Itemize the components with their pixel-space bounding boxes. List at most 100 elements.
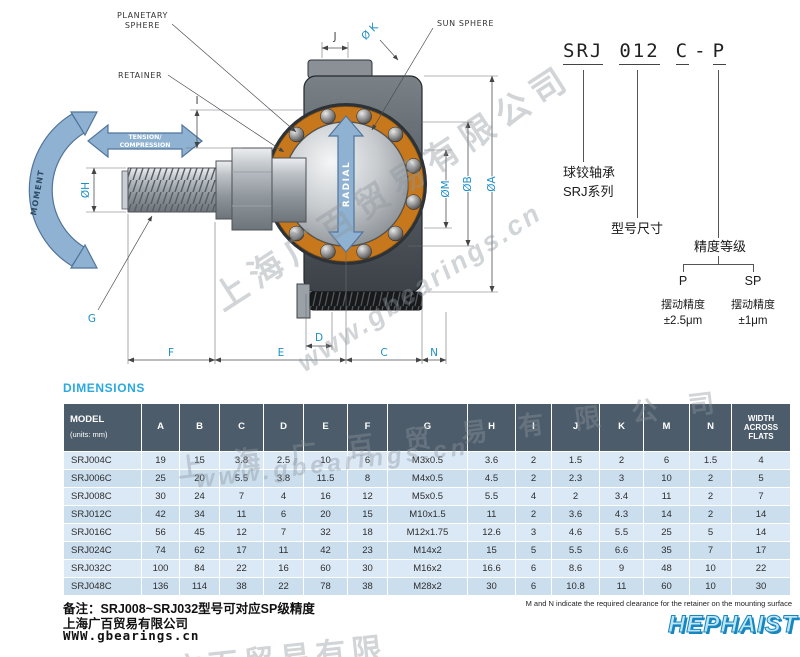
sun-sphere-label: SUN SPHERE — [437, 19, 494, 28]
grade-branch-stem — [718, 256, 719, 264]
dim-label-k: Ø K — [359, 20, 381, 42]
company-name: 上海广百贸易有限公司 — [63, 617, 189, 631]
value-cell: 38 — [347, 577, 388, 596]
value-cell: 20 — [303, 505, 348, 524]
company-website: WWW.gbearings.cn — [63, 628, 200, 643]
clearance-note: M and N indicate the required clearance … — [525, 599, 792, 608]
code-connector-series — [583, 70, 584, 162]
shaft-neck — [271, 157, 307, 223]
ordering-code: SRJ 012 C-P — [563, 40, 727, 65]
value-cell: 24 — [179, 487, 220, 506]
mounting-bolt-threads — [310, 292, 422, 310]
planetary-sphere-label-line2: SPHERE — [125, 21, 160, 30]
value-cell: 2.3 — [551, 469, 600, 488]
code-grade: P — [712, 40, 727, 65]
value-cell: 42 — [141, 505, 180, 524]
value-cell: 10 — [643, 469, 690, 488]
value-cell: 5.5 — [467, 487, 516, 506]
units-note: (units: mm) — [70, 430, 108, 440]
value-cell: 8 — [347, 469, 388, 488]
value-cell: 22 — [263, 577, 304, 596]
grade-p-code: P — [678, 274, 688, 288]
dim-label-e: E — [278, 347, 285, 359]
planetary-ball — [405, 194, 422, 210]
dim-label-n: N — [430, 347, 438, 359]
moment-arrow: MOMENT — [28, 111, 98, 269]
value-cell: M10x1.5 — [387, 505, 468, 524]
tension-label-line1: TENSION/ — [128, 134, 162, 141]
grade-column-p: P 摆动精度 ±2.5μm — [653, 274, 713, 327]
grade-branch-bar — [683, 264, 753, 265]
model-cell: SRJ032C — [63, 559, 142, 578]
grade-branch-p — [683, 264, 684, 272]
value-cell: 15 — [179, 451, 220, 470]
retainer-label: RETAINER — [118, 71, 162, 80]
grade-description: 精度等级 — [692, 238, 748, 257]
dimensions-title: DIMENSIONS — [63, 381, 146, 395]
code-type: C — [675, 40, 690, 65]
value-cell: 3 — [515, 523, 552, 542]
column-header: B — [179, 403, 220, 452]
planetary-sphere-label-line1: PLANETARY — [117, 11, 168, 20]
value-cell: 4 — [263, 487, 304, 506]
dim-label-f: F — [168, 347, 174, 359]
radial-label: RADIAL — [342, 161, 352, 207]
value-cell: 6 — [515, 577, 552, 596]
value-cell: M4x0.5 — [387, 469, 468, 488]
model-cell: SRJ048C — [63, 577, 142, 596]
dim-label-i: I — [195, 95, 198, 107]
value-cell: 16 — [303, 487, 348, 506]
dim-label-c: C — [380, 347, 387, 359]
model-cell: SRJ024C — [63, 541, 142, 560]
value-cell: 136 — [141, 577, 180, 596]
value-cell: 32 — [303, 523, 348, 542]
value-cell: 14 — [731, 523, 791, 542]
value-cell: 6.6 — [599, 541, 644, 560]
value-cell: 38 — [219, 577, 264, 596]
value-cell: 84 — [179, 559, 220, 578]
value-cell: 1.5 — [689, 451, 732, 470]
series-description: 球铰轴承 SRJ系列 — [563, 164, 615, 202]
column-header: I — [515, 403, 552, 452]
planetary-ball — [387, 126, 404, 143]
value-cell: 12.6 — [467, 523, 516, 542]
value-cell: 100 — [141, 559, 180, 578]
value-cell: 23 — [347, 541, 388, 560]
dim-label-m: ØM — [440, 180, 452, 197]
value-cell: 20 — [179, 469, 220, 488]
dim-label-g: G — [88, 313, 96, 325]
value-cell: 3.6 — [467, 451, 516, 470]
value-cell: 9 — [599, 559, 644, 578]
column-header: D — [263, 403, 304, 452]
grade-branch-sp — [753, 264, 754, 272]
code-series: SRJ — [563, 40, 604, 65]
value-cell: 30 — [467, 577, 516, 596]
value-cell: 7 — [263, 523, 304, 542]
dim-label-b: ØB — [462, 176, 474, 191]
dim-label-h: ØH — [80, 182, 92, 198]
value-cell: M16x2 — [387, 559, 468, 578]
value-cell: 12 — [347, 487, 388, 506]
value-cell: 7 — [731, 487, 791, 506]
dim-label-a: ØA — [486, 175, 498, 191]
column-header: C — [219, 403, 264, 452]
value-cell: 22 — [219, 559, 264, 578]
value-cell: M5x0.5 — [387, 487, 468, 506]
tension-compression-arrow: TENSION/ COMPRESSION — [87, 123, 203, 159]
threaded-shaft-threads — [128, 168, 216, 212]
value-cell: 4.6 — [551, 523, 600, 542]
planetary-ball — [356, 243, 372, 260]
value-cell: 5.5 — [219, 469, 264, 488]
column-header: J — [551, 403, 600, 452]
code-connector-grade — [718, 70, 719, 238]
grade-sp-label: 摆动精度 — [731, 299, 775, 311]
value-cell: 2 — [515, 505, 552, 524]
